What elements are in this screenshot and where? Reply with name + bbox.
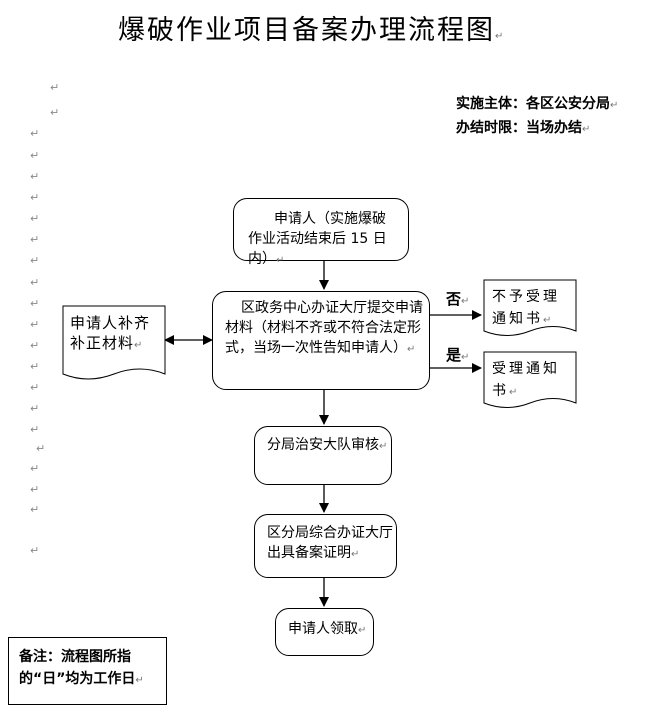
paragraph-mark: ↵: [30, 297, 40, 310]
paragraph-mark: ↵: [30, 339, 40, 352]
reject-notice-document-shape: [483, 279, 577, 336]
paragraph-mark: ↵: [461, 352, 470, 363]
note-label: 备注：流程图所指的“日”均为工作日: [19, 649, 136, 687]
accept-notice-document-shape: [483, 351, 577, 408]
paragraph-mark: ↵: [30, 254, 40, 267]
paragraph-mark: ↵: [509, 387, 521, 398]
paragraph-mark: ↵: [30, 318, 40, 331]
paragraph-mark: ↵: [50, 106, 60, 119]
branch-no-label: 否↵: [446, 288, 469, 309]
applicant-text: 申请人（实施爆破作业活动结束后 15 日内）↵: [248, 209, 398, 271]
paragraph-mark: ↵: [30, 544, 40, 557]
paragraph-mark: ↵: [407, 344, 416, 355]
paragraph-mark: ↵: [30, 423, 40, 436]
applicant-box: 申请人（实施爆破作业活动结束后 15 日内）↵: [233, 198, 409, 267]
paragraph-mark: ↵: [30, 191, 40, 204]
reject-notice-text: 不予受理通知书↵: [492, 286, 572, 332]
info-block: 实施主体：各区公安分局↵ 办结时限：当场办结↵: [456, 93, 618, 141]
paragraph-mark: ↵: [276, 255, 285, 266]
paragraph-mark: ↵: [358, 625, 367, 636]
paragraph-mark: ↵: [610, 100, 619, 111]
collect-label: 申请人领取: [288, 621, 358, 637]
collect-box: 申请人领取↵: [275, 608, 374, 656]
accept-notice-label: 受理通知书: [492, 361, 560, 399]
branch-yes-text: 是: [446, 346, 462, 364]
paragraph-mark: ↵: [30, 149, 40, 162]
paragraph-mark: ↵: [30, 381, 40, 394]
supplement-document-shape: [62, 305, 166, 380]
accept-notice-text: 受理通知书↵: [492, 358, 572, 404]
diagram-title-text: 爆破作业项目备案办理流程图: [118, 15, 495, 46]
collect-text: 申请人领取↵: [288, 619, 372, 641]
certificate-box: 区分局综合办证大厅出具备案证明↵: [254, 514, 397, 578]
paragraph-mark: ↵: [30, 503, 40, 516]
diagram-title: 爆破作业项目备案办理流程图↵: [118, 8, 505, 47]
paragraph-mark: ↵: [50, 81, 60, 94]
branch-no-text: 否: [446, 290, 462, 308]
paragraph-mark: ↵: [36, 442, 46, 455]
paragraph-mark: ↵: [30, 276, 40, 289]
paragraph-mark: ↵: [351, 549, 360, 560]
branch-yes-label: 是↵: [446, 344, 469, 365]
certificate-text: 区分局综合办证大厅出具备案证明↵: [267, 523, 393, 565]
paragraph-mark: ↵: [495, 31, 506, 42]
info-line-time-limit: 办结时限：当场办结↵: [456, 117, 618, 141]
reject-notice-label: 不予受理通知书: [492, 289, 560, 327]
certificate-label: 区分局综合办证大厅出具备案证明: [267, 525, 393, 561]
paragraph-mark: ↵: [461, 296, 470, 307]
paragraph-mark: ↵: [30, 127, 40, 140]
supplement-label: 申请人补齐补正材料: [70, 314, 151, 352]
review-label: 分局治安大队审核: [267, 437, 379, 453]
paragraph-mark: ↵: [30, 483, 40, 496]
paragraph-mark: ↵: [379, 441, 388, 452]
paragraph-mark: ↵: [30, 360, 40, 373]
paragraph-mark: ↵: [30, 233, 40, 246]
paragraph-mark: ↵: [543, 315, 555, 326]
info-time-limit-text: 办结时限：当场办结: [456, 120, 582, 136]
paragraph-mark: ↵: [582, 124, 591, 135]
review-box: 分局治安大队审核↵: [254, 426, 392, 485]
paragraph-mark: ↵: [30, 170, 40, 183]
paragraph-mark: ↵: [30, 402, 40, 415]
applicant-label: 申请人（实施爆破作业活动结束后 15 日内）: [248, 211, 387, 267]
info-line-implementer: 实施主体：各区公安分局↵: [456, 93, 618, 117]
info-implementer-text: 实施主体：各区公安分局: [456, 96, 610, 112]
paragraph-mark: ↵: [134, 340, 144, 351]
submit-materials-label: 区政务中心办证大厅提交申请材料（材料不齐或不符合法定形式，当场一次性告知申请人）: [225, 300, 423, 356]
submit-materials-box: 区政务中心办证大厅提交申请材料（材料不齐或不符合法定形式，当场一次性告知申请人）…: [212, 291, 430, 390]
paragraph-mark: ↵: [30, 212, 40, 225]
paragraph-mark: ↵: [30, 462, 40, 475]
paragraph-mark: ↵: [135, 675, 144, 686]
submit-materials-text: 区政务中心办证大厅提交申请材料（材料不齐或不符合法定形式，当场一次性告知申请人）…: [225, 298, 423, 360]
note-text: 备注：流程图所指的“日”均为工作日↵: [19, 646, 169, 692]
supplement-text: 申请人补齐补正材料↵: [70, 313, 162, 356]
note-box: 备注：流程图所指的“日”均为工作日↵: [8, 637, 167, 705]
review-text: 分局治安大队审核↵: [267, 435, 389, 457]
